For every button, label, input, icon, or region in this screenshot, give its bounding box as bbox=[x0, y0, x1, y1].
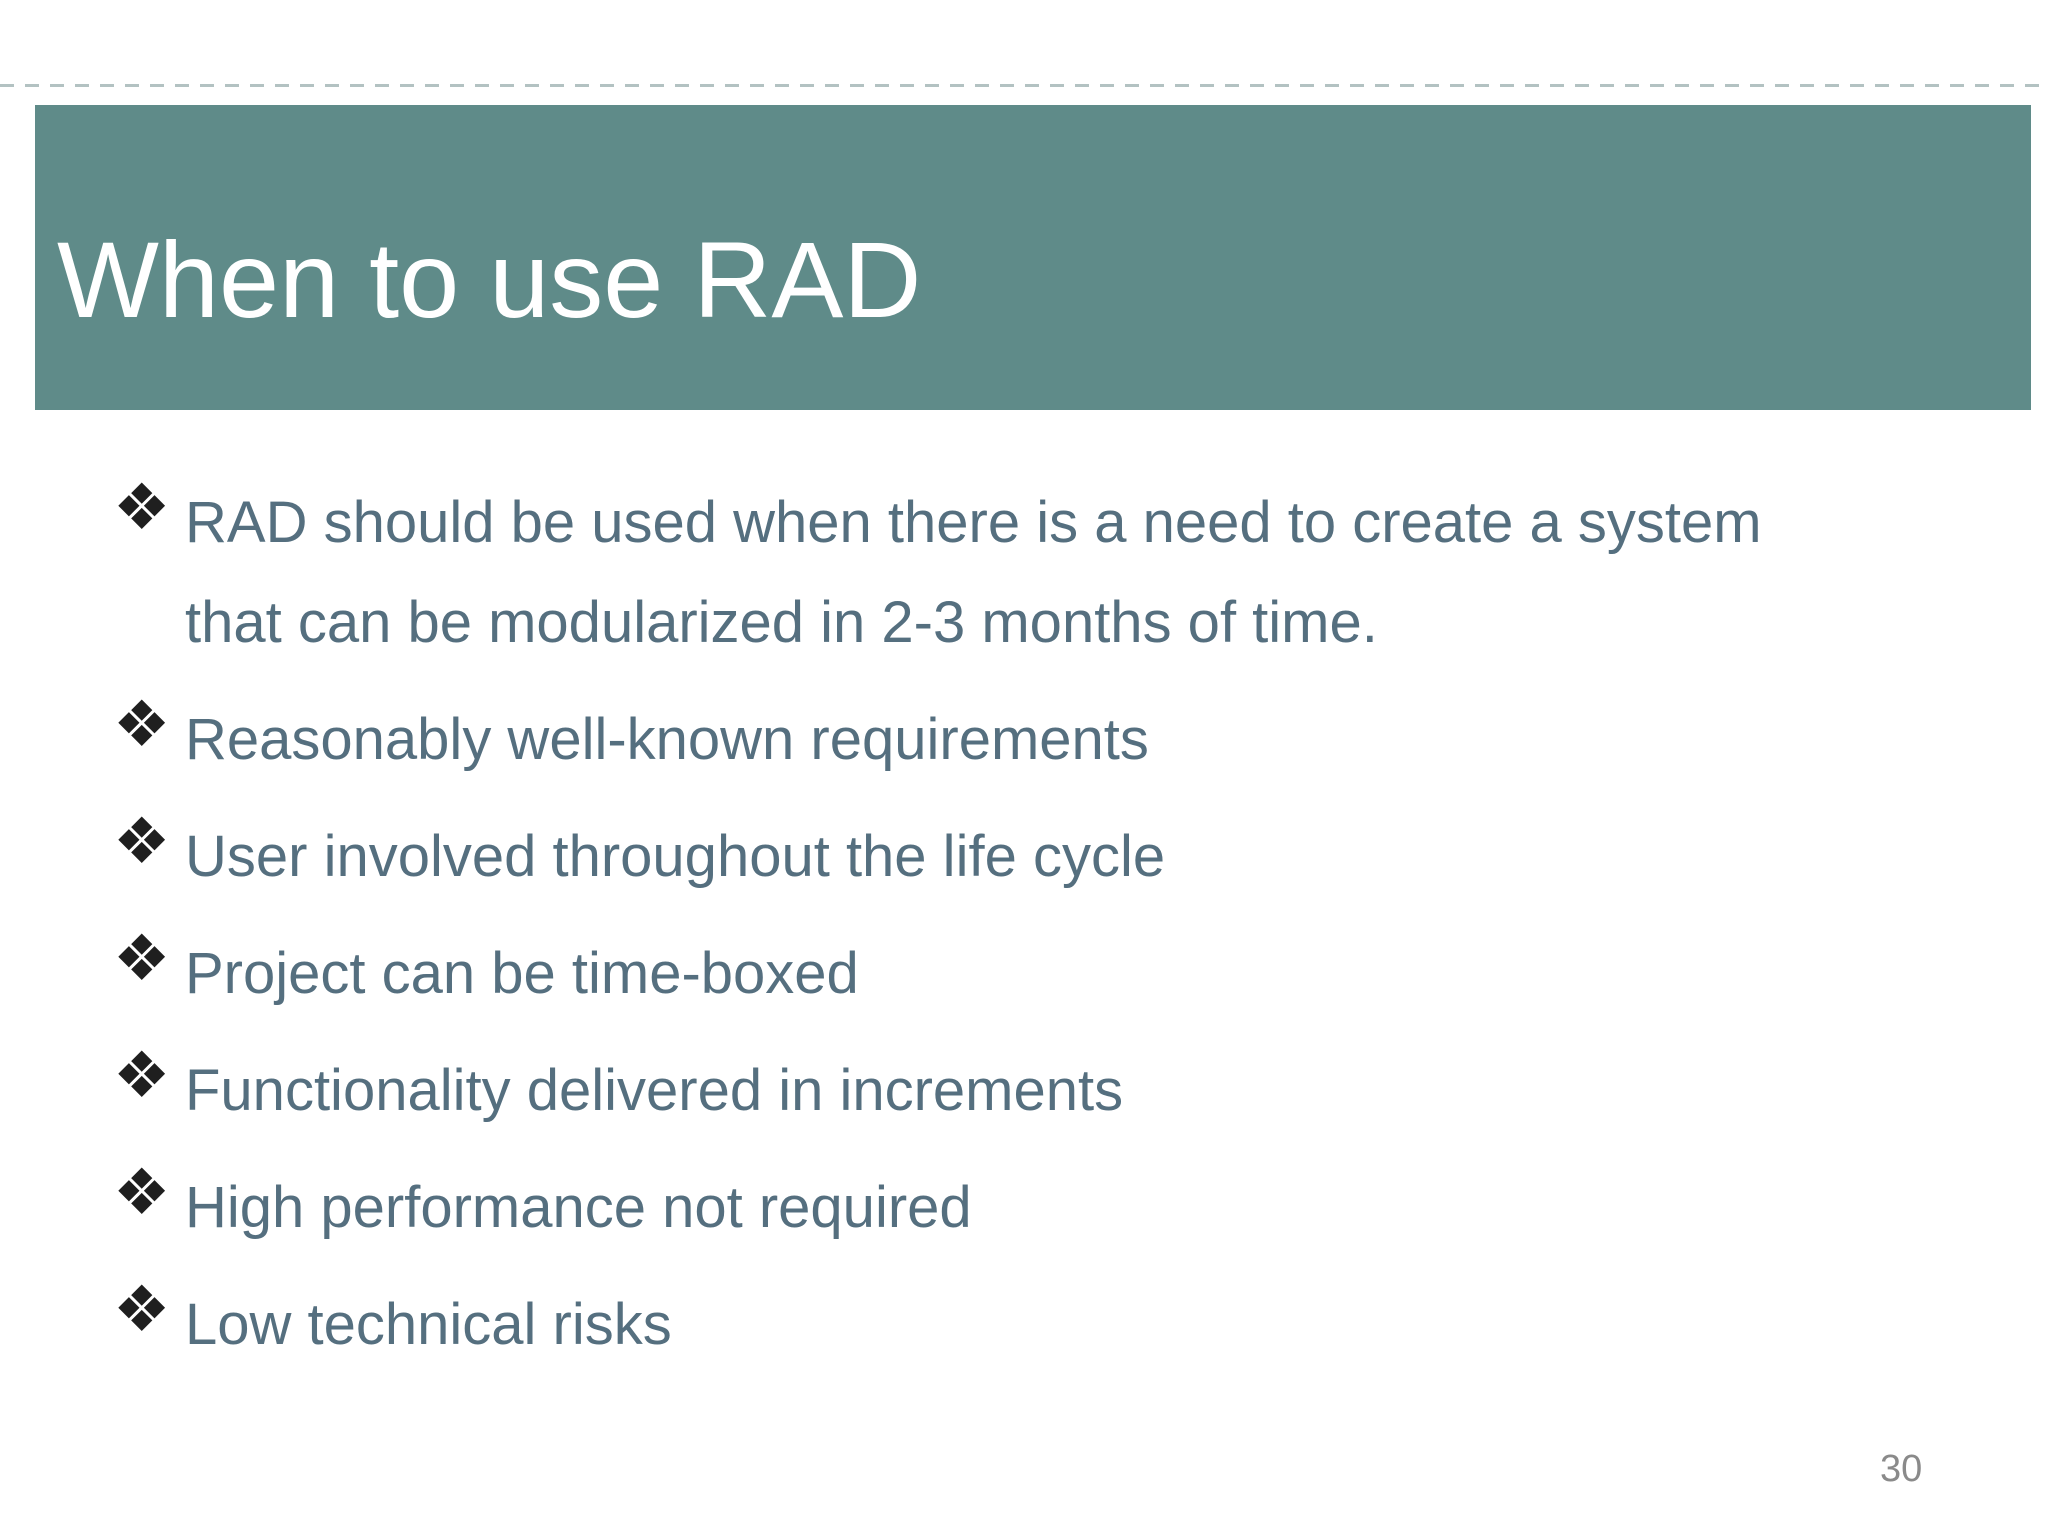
diamond-bullet-icon: ❖ bbox=[113, 1273, 171, 1345]
diamond-bullet-icon: ❖ bbox=[113, 688, 171, 760]
diamond-bullet-icon: ❖ bbox=[113, 1039, 171, 1111]
diamond-bullet-icon: ❖ bbox=[113, 471, 171, 543]
bullet-text: Reasonably well-known requirements bbox=[185, 707, 1149, 772]
bullet-item: ❖ High performance not required bbox=[113, 1156, 1903, 1258]
bullet-item: ❖ Functionality delivered in increments bbox=[113, 1039, 1903, 1141]
diamond-bullet-icon: ❖ bbox=[113, 1156, 171, 1228]
bullet-item: ❖ Project can be time-boxed bbox=[113, 922, 1903, 1024]
bullet-item: ❖ RAD should be used when there is a nee… bbox=[113, 471, 1903, 673]
diamond-bullet-icon: ❖ bbox=[113, 805, 171, 877]
bullet-item: ❖ User involved throughout the life cycl… bbox=[113, 805, 1903, 907]
bullet-text: RAD should be used when there is a need … bbox=[185, 490, 1762, 655]
top-dashed-divider bbox=[0, 84, 2048, 87]
diamond-bullet-icon: ❖ bbox=[113, 922, 171, 994]
bullet-text: Low technical risks bbox=[185, 1292, 672, 1357]
slide-title: When to use RAD bbox=[57, 219, 922, 340]
bullet-text: Functionality delivered in increments bbox=[185, 1058, 1124, 1123]
bullet-text: Project can be time-boxed bbox=[185, 941, 859, 1006]
title-band: When to use RAD bbox=[35, 105, 2031, 410]
bullet-text: High performance not required bbox=[185, 1175, 972, 1240]
bullet-text: User involved throughout the life cycle bbox=[185, 824, 1166, 889]
bullet-list: ❖ RAD should be used when there is a nee… bbox=[113, 471, 1903, 1392]
bullet-item: ❖ Reasonably well-known requirements bbox=[113, 688, 1903, 790]
page-number: 30 bbox=[1880, 1448, 1923, 1490]
bullet-item: ❖ Low technical risks bbox=[113, 1273, 1903, 1375]
